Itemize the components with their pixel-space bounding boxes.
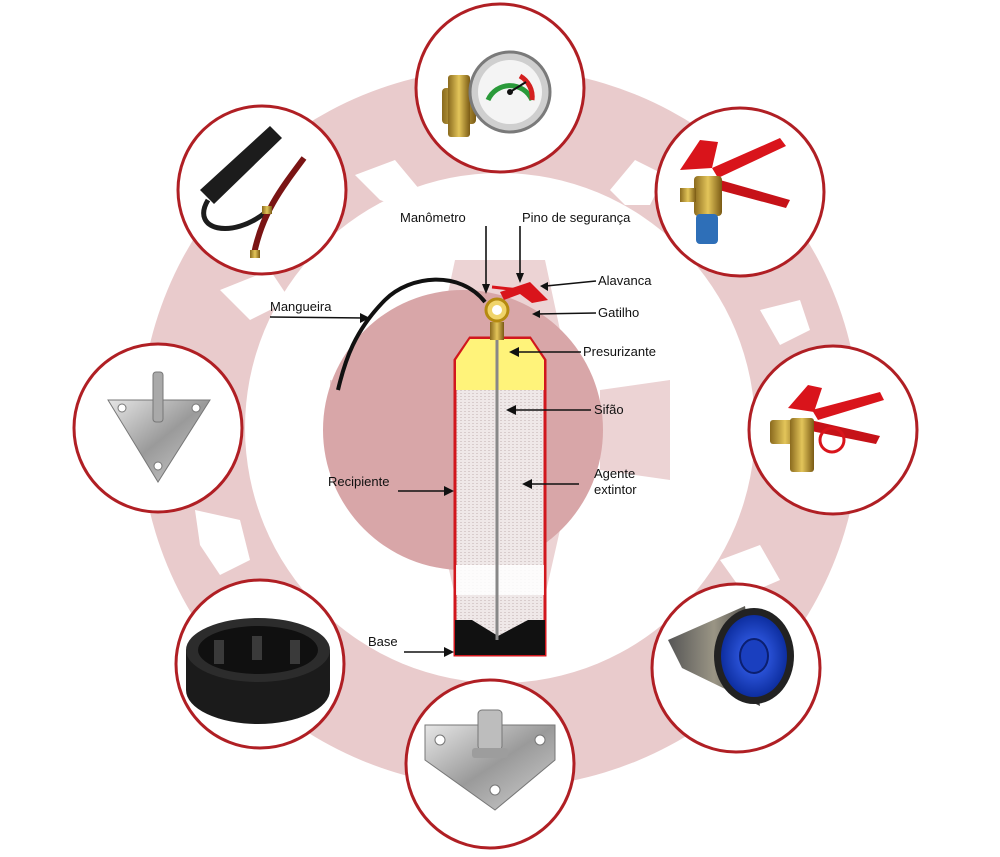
part-circle-valve-lever bbox=[654, 106, 826, 278]
label-gatilho: Gatilho bbox=[598, 305, 639, 320]
label-alavanca: Alavanca bbox=[598, 273, 652, 288]
pressurizer-zone bbox=[456, 339, 544, 390]
nozzle-icon bbox=[668, 606, 794, 706]
extinguisher bbox=[336, 277, 548, 657]
label-sifao: Sifão bbox=[594, 402, 624, 417]
label-arrows bbox=[269, 226, 597, 657]
label-manometro: Manômetro bbox=[400, 210, 466, 225]
part-circle-triangle-bracket bbox=[72, 342, 244, 514]
part-circle-base-ring bbox=[174, 578, 346, 750]
gauge-icon bbox=[442, 50, 552, 137]
label-pino: Pino de segurança bbox=[522, 210, 631, 225]
part-circle-nozzle bbox=[650, 582, 822, 754]
valve-pin-icon bbox=[770, 385, 884, 472]
part-circle-hose bbox=[176, 104, 348, 276]
bracket-icon bbox=[424, 709, 556, 811]
triangle-bracket-icon bbox=[107, 371, 211, 483]
neck bbox=[490, 322, 504, 340]
hose-line bbox=[336, 277, 487, 391]
base-ring-icon bbox=[186, 618, 330, 724]
label-agente-2: extintor bbox=[594, 482, 637, 497]
lever bbox=[500, 282, 548, 303]
label-mangueira: Mangueira bbox=[270, 299, 332, 314]
parts-ring bbox=[72, 2, 919, 850]
cylinder-base bbox=[455, 620, 545, 655]
ring-cutouts bbox=[195, 160, 810, 595]
label-recipiente: Recipiente bbox=[328, 474, 389, 489]
label-base: Base bbox=[368, 634, 398, 649]
part-circle-valve-pin bbox=[747, 344, 919, 516]
labels: Manômetro Pino de segurança Alavanca Gat… bbox=[270, 210, 656, 649]
valve-icon bbox=[680, 138, 790, 244]
label-agente-1: Agente bbox=[594, 466, 635, 481]
label-presurizante: Presurizante bbox=[583, 344, 656, 359]
hose-icon bbox=[200, 126, 307, 258]
part-circle-pressure-gauge bbox=[414, 2, 586, 174]
safety-pin bbox=[491, 285, 521, 292]
cylinder-white-band bbox=[456, 565, 544, 595]
part-circle-wall-bracket bbox=[404, 678, 576, 850]
